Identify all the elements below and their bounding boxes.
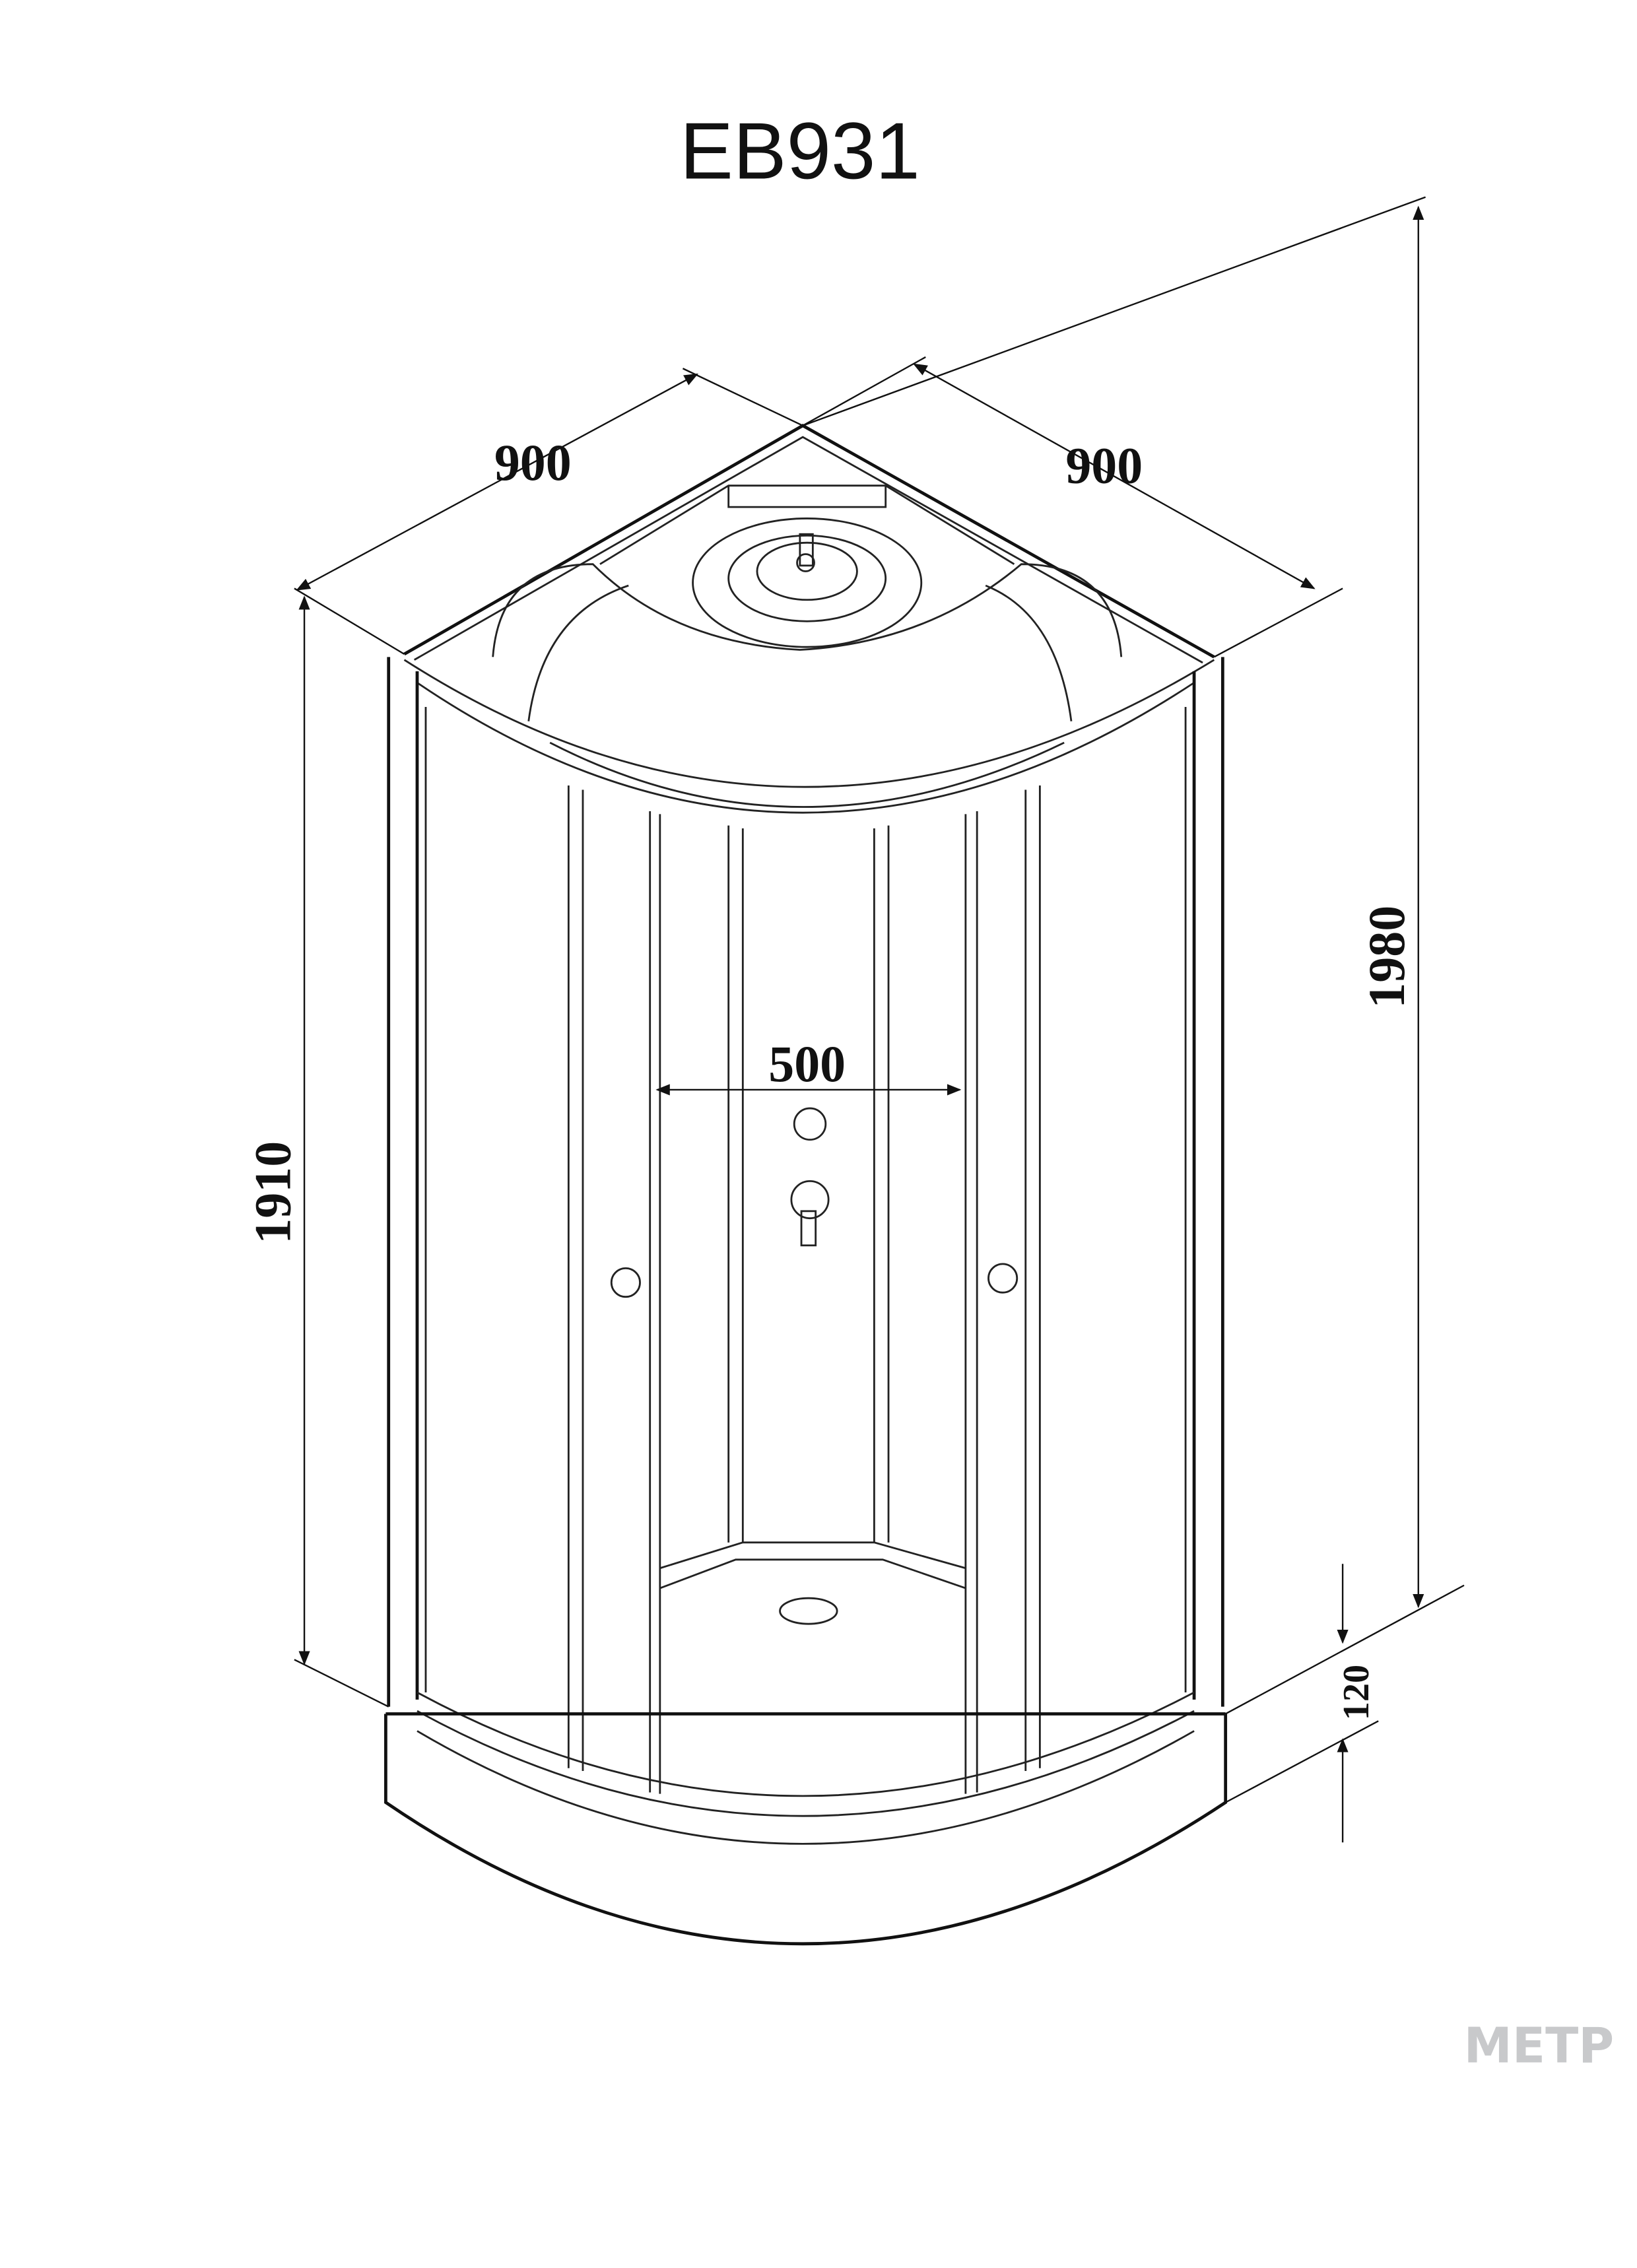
door-handle-right — [987, 1263, 1019, 1294]
model-title: EB931 — [680, 106, 920, 195]
svg-text:1910: 1910 — [244, 1141, 301, 1244]
dimension-height-total: 1980 — [802, 196, 1465, 1715]
brand-logo: METP — [1464, 2018, 1615, 2074]
dimension-tray-height: 120 — [1225, 1564, 1379, 1843]
dimension-height-glass: 1910 — [244, 595, 389, 1708]
dimension-width-right: 900 — [802, 356, 1343, 658]
dimension-width-left: 900 — [294, 368, 803, 655]
shower-tray — [384, 1712, 1228, 1946]
frame — [387, 657, 1224, 1817]
svg-text:120: 120 — [1336, 1665, 1377, 1720]
dimension-door-opening: 500 — [655, 1036, 962, 1096]
mixer-icon — [790, 1107, 830, 1247]
svg-text:500: 500 — [768, 1036, 846, 1092]
svg-text:900: 900 — [1065, 437, 1143, 494]
svg-text:1980: 1980 — [1358, 906, 1415, 1009]
svg-text:900: 900 — [494, 434, 572, 491]
door-handle-left — [610, 1267, 641, 1298]
